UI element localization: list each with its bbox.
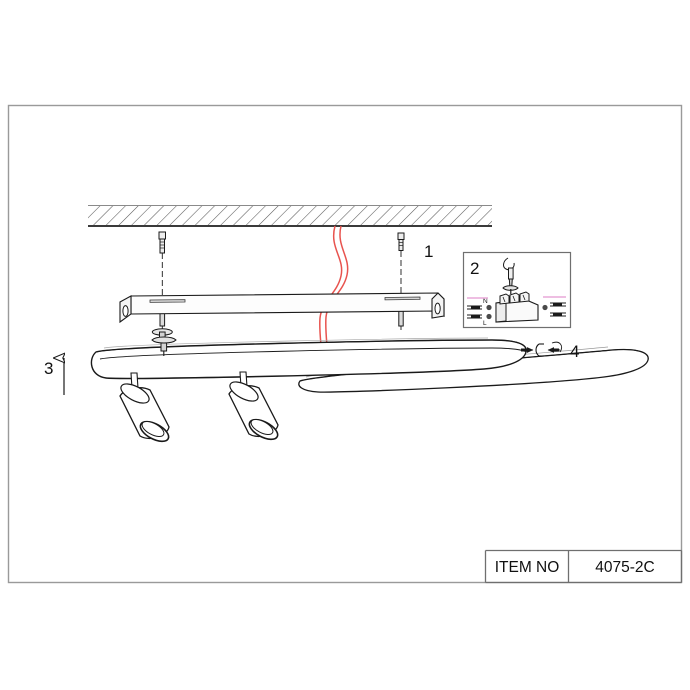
ceiling-anchor-left bbox=[158, 231, 166, 296]
item-no-value: 4075-2C bbox=[595, 559, 654, 576]
terminal-block-icon bbox=[495, 291, 539, 323]
ceiling-anchor-right bbox=[397, 232, 405, 296]
detail-wire-guides bbox=[467, 296, 566, 299]
allen-key-icon bbox=[535, 343, 544, 357]
mounting-screw-right bbox=[398, 308, 404, 330]
callout-label-4: 4 bbox=[570, 342, 579, 361]
step2-detail-box: 2 N bbox=[462, 251, 572, 329]
spotlight-head-2 bbox=[228, 371, 279, 441]
mounting-bracket bbox=[119, 292, 445, 324]
terminal-lead-left-n: N bbox=[467, 298, 492, 311]
drawing-frame bbox=[7, 104, 683, 584]
light-fixture-body bbox=[90, 337, 649, 393]
callout-label-3: 3 bbox=[44, 359, 53, 378]
screwdriver-icon bbox=[502, 257, 519, 294]
terminal-lead-right bbox=[542, 302, 566, 317]
title-block: ITEM NO 4075-2C bbox=[484, 549, 683, 584]
callout-4-screw bbox=[521, 341, 563, 357]
item-no-label: ITEM NO bbox=[495, 559, 560, 576]
ceiling-slab bbox=[88, 205, 492, 227]
spotlight-head-1 bbox=[119, 372, 170, 443]
terminal-label-n: N bbox=[483, 298, 488, 305]
fixture-top-fixing bbox=[151, 336, 177, 356]
callout-label-2: 2 bbox=[470, 259, 479, 278]
terminal-lead-left-l: L bbox=[467, 313, 492, 327]
terminal-label-l: L bbox=[483, 320, 487, 327]
callout-label-1: 1 bbox=[424, 242, 433, 261]
